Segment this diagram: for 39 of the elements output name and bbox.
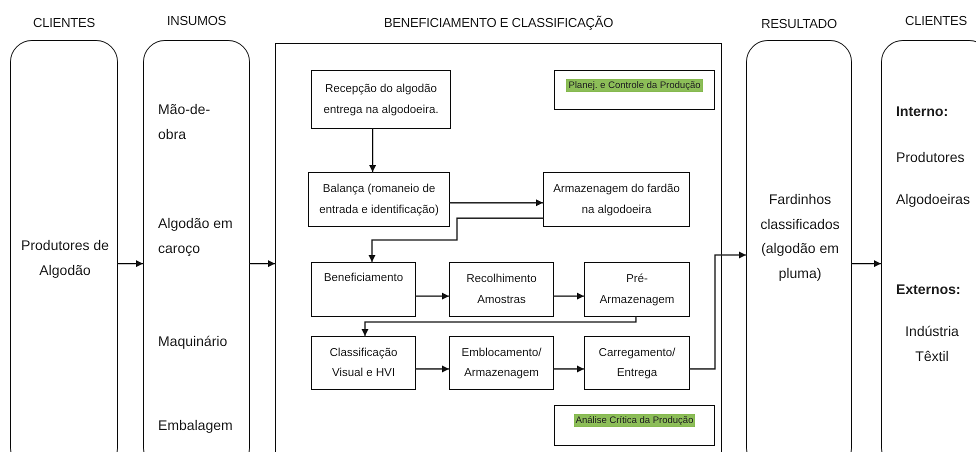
column-item: Algodoeiras xyxy=(896,190,971,209)
column-item: Produtores de Algodão xyxy=(20,236,110,280)
arrow xyxy=(554,365,584,372)
arrow xyxy=(362,317,637,336)
column-item: Produtores xyxy=(896,148,966,167)
column-item: Algodão em caroço xyxy=(158,214,234,258)
highlighted-note: Análise Crítica da Produção xyxy=(574,414,696,427)
column-item: Maquinário xyxy=(158,332,228,351)
column-heading: CLIENTES xyxy=(904,13,968,28)
column-item: Indústria Têxtil xyxy=(904,322,960,366)
column-heading: BENEFICIAMENTO E CLASSIFICAÇÃO xyxy=(382,15,614,30)
group-heading: Externos: xyxy=(896,280,962,299)
group-heading: Interno: xyxy=(896,102,950,121)
arrow xyxy=(250,260,275,268)
arrow xyxy=(690,252,746,370)
step-label: Balança (romaneio de entrada e identificação) xyxy=(318,182,440,218)
arrow xyxy=(416,292,449,300)
column-heading: RESULTADO xyxy=(760,16,838,31)
step-label: Recolhimento Amostras xyxy=(465,272,538,308)
highlighted-note: Planej. e Controle da Produção xyxy=(566,79,703,92)
arrow xyxy=(368,218,543,262)
step-label: Armazenagem do fardão na algodoeira xyxy=(552,182,681,218)
arrow xyxy=(118,260,143,268)
arrow xyxy=(450,199,543,206)
step-label: Recepção do algodão entrega na algodoeira. xyxy=(322,82,440,118)
step-label: Beneficiamento xyxy=(324,271,404,286)
column-heading: INSUMOS xyxy=(166,13,228,28)
column-item: Embalagem xyxy=(158,416,234,435)
step-label: Classificação Visual e HVI xyxy=(328,346,398,381)
arrow xyxy=(852,260,881,268)
arrow xyxy=(369,129,376,172)
step-label: Carregamento/ Entrega xyxy=(598,346,676,381)
step-label: Emblocamento/ Armazenagem xyxy=(460,346,542,381)
arrow xyxy=(416,365,449,372)
step-label: Pré-Armazenagem xyxy=(598,272,676,308)
column-item: Fardinhos classificados (algodão em pluma) xyxy=(759,190,841,283)
arrow xyxy=(554,292,584,300)
column-heading: CLIENTES xyxy=(32,15,96,30)
column-item: Mão-de-obra xyxy=(158,100,212,144)
